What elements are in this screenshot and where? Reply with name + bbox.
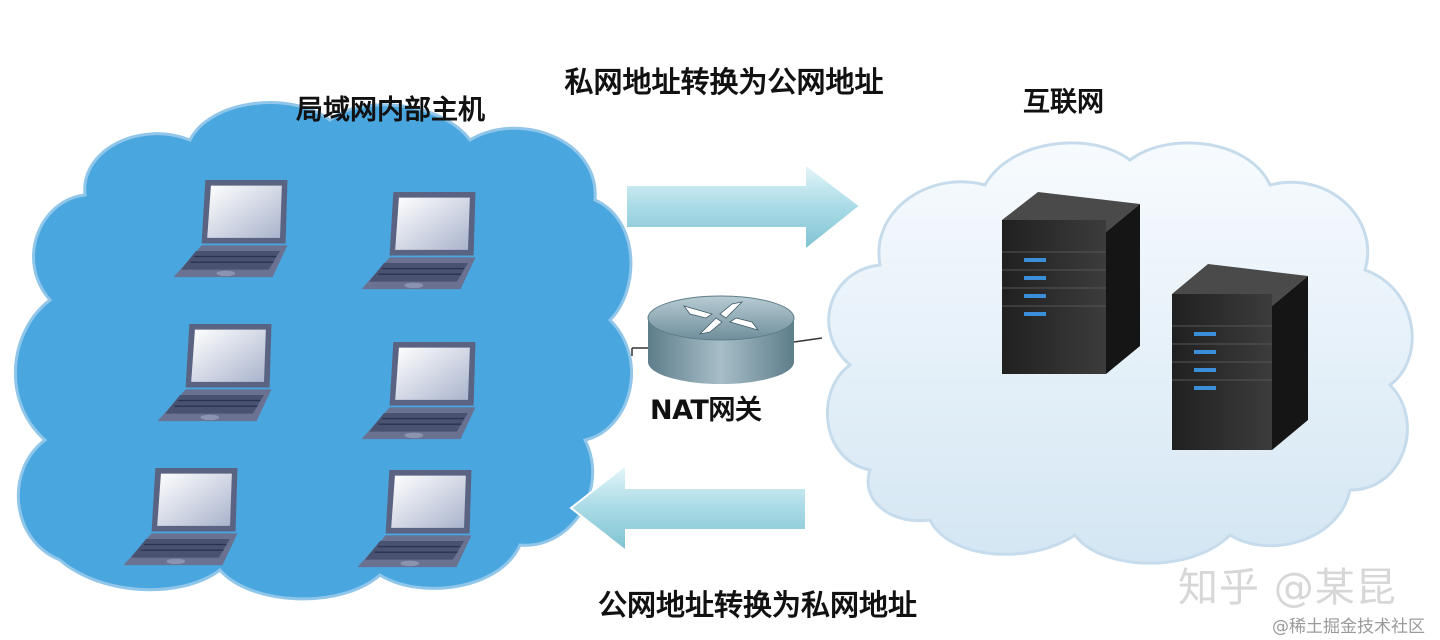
server-icon bbox=[1002, 192, 1140, 374]
outbound-caption: 私网地址转换为公网地址 bbox=[564, 65, 884, 99]
lan-cloud bbox=[13, 101, 633, 601]
lan-title: 局域网内部主机 bbox=[296, 95, 485, 126]
internet-title: 互联网 bbox=[1023, 87, 1104, 118]
server-icon bbox=[1172, 264, 1308, 450]
nat-router-icon bbox=[631, 295, 823, 384]
outbound-arrow bbox=[625, 161, 862, 253]
nat-gateway-label: NAT网关 bbox=[650, 395, 762, 426]
inbound-caption: 公网地址转换为私网地址 bbox=[598, 588, 918, 622]
watermark-sub: @稀土掘金技术社区 bbox=[1272, 617, 1425, 637]
watermark-main: 知乎 @某昆 bbox=[1178, 565, 1397, 611]
inbound-arrow bbox=[569, 462, 807, 554]
